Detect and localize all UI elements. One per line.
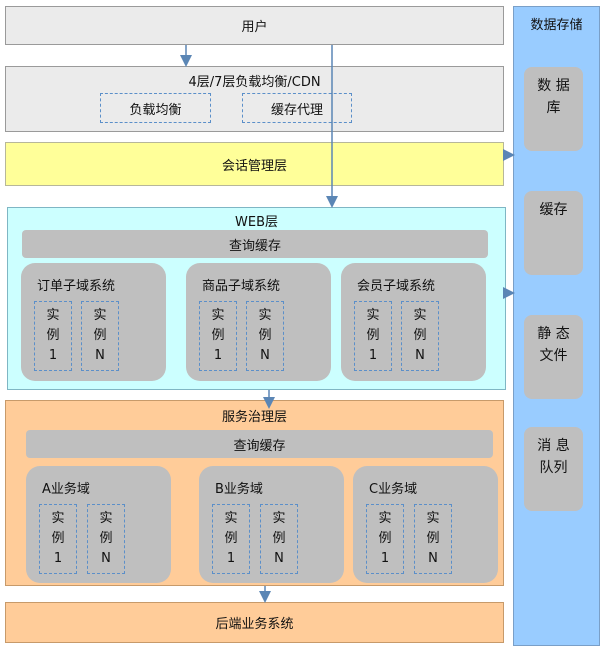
load-balancing-label: 负载均衡 bbox=[129, 102, 182, 118]
business-domain-b-label: B业务域 bbox=[215, 482, 263, 497]
web-query-cache: 查询缓存 bbox=[22, 230, 488, 258]
user-label: 用户 bbox=[241, 20, 268, 35]
order-subdomain-label: 订单子域系统 bbox=[37, 279, 116, 294]
session-layer-label: 会话管理层 bbox=[221, 158, 287, 174]
static-files-label-line-1: 静 态 bbox=[537, 326, 570, 342]
web-layer-title: WEB层 bbox=[235, 214, 278, 230]
cache-item: 缓存 bbox=[524, 191, 583, 275]
load-balancer-title: 4层/7层负载均衡/CDN bbox=[188, 74, 321, 90]
database-label-line-2: 库 bbox=[546, 100, 561, 116]
data-storage-title: 数据存储 bbox=[530, 17, 583, 33]
service-query-cache: 查询缓存 bbox=[26, 430, 493, 458]
product-subdomain-label: 商品子域系统 bbox=[202, 279, 281, 294]
member-subdomain-label: 会员子域系统 bbox=[357, 279, 436, 294]
cache-label: 缓存 bbox=[539, 202, 568, 218]
data-storage-column: 数据存储 数 据 库 缓存 静 态 文件 消 息 队列 bbox=[513, 6, 600, 646]
session-layer: 会话管理层 bbox=[5, 142, 504, 186]
service-layer-title: 服务治理层 bbox=[221, 409, 287, 425]
business-domain-c-label: C业务域 bbox=[369, 482, 418, 497]
service-query-cache-label: 查询缓存 bbox=[233, 438, 286, 454]
static-files-item: 静 态 文件 bbox=[524, 315, 583, 399]
cache-proxy-label: 缓存代理 bbox=[270, 102, 323, 118]
database-item: 数 据 库 bbox=[524, 67, 583, 151]
backend-system: 后端业务系统 bbox=[5, 602, 504, 643]
message-queue-item: 消 息 队列 bbox=[524, 427, 583, 511]
message-queue-label-line-1: 消 息 bbox=[537, 438, 570, 454]
load-balancing-box: 负载均衡 bbox=[100, 93, 211, 123]
user-box: 用户 bbox=[5, 6, 504, 45]
web-query-cache-label: 查询缓存 bbox=[228, 238, 281, 254]
database-label-line-1: 数 据 bbox=[537, 78, 570, 94]
cache-proxy-box: 缓存代理 bbox=[242, 93, 352, 123]
message-queue-label-line-2: 队列 bbox=[539, 460, 568, 476]
backend-system-label: 后端业务系统 bbox=[215, 617, 294, 632]
static-files-label-line-2: 文件 bbox=[539, 348, 568, 364]
load-balancer-layer: 4层/7层负载均衡/CDN 负载均衡 缓存代理 bbox=[5, 66, 504, 132]
business-domain-a-label: A业务域 bbox=[42, 482, 90, 497]
